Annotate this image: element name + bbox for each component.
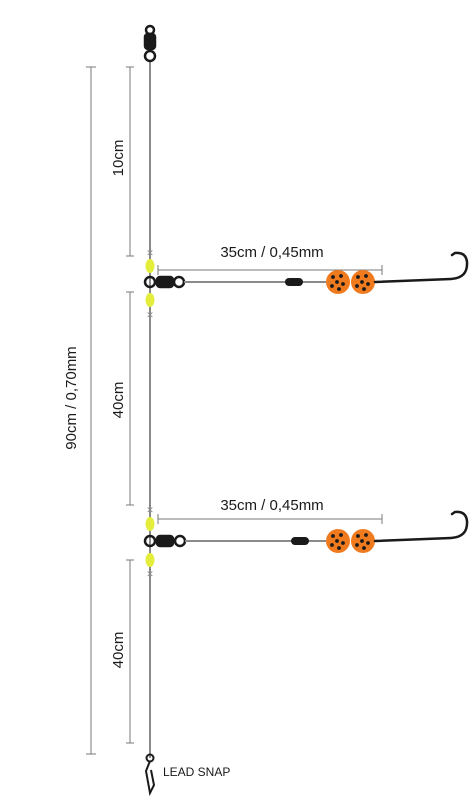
stopper-knot-icon: ✕ [146, 248, 154, 258]
total-length-dimension [86, 66, 96, 755]
hook-icon [373, 251, 469, 284]
three-way-swivel-icon [143, 534, 187, 548]
dropper-lower: 35cm / 0,45mm ✕ ✕ [143, 497, 469, 579]
crimp-sleeve-icon [291, 537, 309, 545]
crimp-sleeve-icon [285, 278, 303, 286]
segment-top-label: 10cm [110, 140, 127, 177]
float-bead-icon [351, 270, 375, 294]
segment-bottom-label: 40cm [110, 632, 127, 669]
dropper-lower-label: 35cm / 0,45mm [220, 497, 323, 514]
dropper-upper-label: 35cm / 0,45mm [220, 244, 323, 261]
lead-snap-label: LEAD SNAP [163, 765, 230, 779]
float-bead-icon [351, 529, 375, 553]
float-bead-icon [326, 529, 350, 553]
segment-top-dimension [126, 66, 134, 257]
dropper-upper: 35cm / 0,45mm ✕ ✕ [143, 244, 469, 320]
stopper-knot-icon: ✕ [146, 310, 154, 320]
stopper-knot-icon: ✕ [146, 569, 154, 579]
float-bead-icon [326, 270, 350, 294]
segment-bottom-dimension [126, 559, 134, 744]
segment-middle-dimension [126, 291, 134, 506]
total-length-label: 90cm / 0,70mm [63, 346, 80, 449]
stopper-knot-icon: ✕ [146, 505, 154, 515]
segment-middle-label: 40cm [110, 382, 127, 419]
hook-icon [373, 510, 469, 543]
top-swivel-icon [143, 24, 157, 63]
lead-snap-icon [144, 753, 156, 797]
bead-icon [145, 259, 155, 273]
three-way-swivel-icon [143, 275, 186, 289]
bead-icon [145, 553, 155, 567]
bead-icon [145, 293, 155, 307]
bead-icon [145, 517, 155, 531]
